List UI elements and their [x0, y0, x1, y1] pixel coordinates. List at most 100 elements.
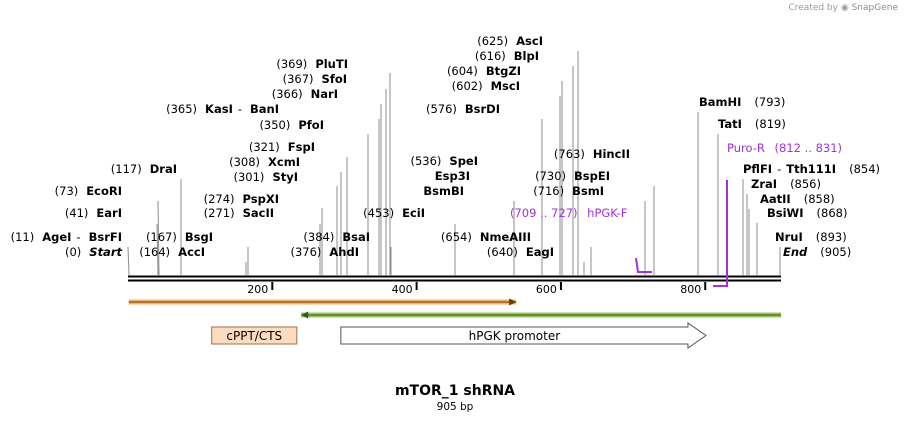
site-pos: (616): [475, 49, 506, 63]
site-nm: SacII: [243, 206, 274, 220]
credit-brand: SnapGene: [851, 3, 898, 13]
site-label: (654)NmeAIII: [441, 230, 531, 244]
site-label: NruI (893): [775, 230, 847, 244]
site-nm: SpeI: [449, 154, 478, 168]
site-label: End(905): [783, 245, 851, 259]
site-label: (640)EagI: [487, 245, 554, 259]
site-label: (321)FspI: [249, 140, 315, 154]
site-label: (164) AccI: [139, 245, 205, 259]
site-pos: (366): [272, 87, 303, 101]
site-nm: NruI: [775, 230, 803, 244]
site-pos: (308): [229, 155, 260, 169]
site-label: ZraI(856): [751, 177, 821, 191]
site-nm: BsmBI: [423, 184, 464, 198]
site-pos: (854): [849, 162, 880, 176]
site-label: BsiWI (868): [767, 206, 847, 220]
feature-label: cPPT/CTS: [226, 329, 282, 343]
site-label: (367)SfoI: [283, 72, 347, 86]
site-nm: AccI: [178, 245, 205, 259]
primer-hpgk-f-label: (709 .. 727) hPGK-F: [510, 206, 627, 220]
snapgene-credit: Created by ◉ SnapGene: [788, 3, 898, 13]
site-nm: ZraI: [751, 177, 777, 191]
site-nm: PluTI: [315, 57, 348, 71]
site-label: PflFI-Tth111I (854): [743, 162, 880, 176]
site-pos: (716): [533, 184, 564, 198]
credit-text: Created by: [788, 3, 838, 13]
site-label: (384)BsaI: [303, 230, 370, 244]
site-label: (301)StyI: [234, 170, 299, 184]
site-labels: (0)Start(11)AgeI-BsrFI(41)EarI(73)EcoRI(…: [11, 34, 880, 259]
site-sep: -: [238, 102, 242, 116]
site-leader-line: [157, 200, 160, 276]
site-label: (536)SpeI: [410, 154, 478, 168]
site-pos: (763): [554, 147, 585, 161]
site-pos: (604): [447, 64, 478, 78]
site-label: (41) EarI: [65, 206, 122, 220]
site-pos: (730): [535, 169, 566, 183]
site-label: (350) PfoI: [259, 118, 324, 132]
site-pos: (858): [804, 192, 835, 206]
site-nm: DraI: [150, 162, 177, 176]
site-label: (117)DraI: [111, 162, 177, 176]
site-pos: (41): [65, 206, 89, 220]
site-pos: (167): [146, 230, 177, 244]
site-nm: HincII: [593, 147, 630, 161]
track-arrowhead-icon: [509, 298, 517, 306]
site-nm: BlpI: [514, 49, 539, 63]
site-pos: (819): [755, 117, 786, 131]
sequence-backbone: [128, 275, 781, 282]
primer-hpgk-f-name: hPGK-F: [587, 206, 627, 220]
primer-puro-r-label: Puro-R (812 .. 831): [727, 141, 842, 155]
site-nm: BsiWI: [767, 206, 804, 220]
site-pos: (625): [477, 34, 508, 48]
site-nm: XcmI: [268, 155, 300, 169]
ruler-tick-label: 600: [536, 283, 557, 296]
site-pos: (369): [276, 57, 307, 71]
site-leader-line: [127, 246, 130, 276]
site-pos: (164): [139, 245, 170, 259]
site-nm: PflFI: [743, 162, 772, 176]
site-nm: EarI: [96, 206, 122, 220]
site-nm: FspI: [288, 140, 315, 154]
site-nm: BsaI: [342, 230, 370, 244]
site-nm: MscI: [491, 79, 520, 93]
site-label: (366) NarI: [272, 87, 338, 101]
site-pos: (365): [166, 102, 197, 116]
site-nm: PfoI: [298, 118, 324, 132]
site-leader-lines: [127, 51, 781, 276]
site-label: Esp3I: [435, 169, 470, 183]
site-sep: -: [777, 162, 781, 176]
site-label: (576)BsrDI: [426, 102, 500, 116]
feature-tracks: [128, 298, 781, 319]
site-pos: (301): [234, 170, 265, 184]
track-arrowhead-icon: [301, 311, 309, 319]
feature-label: hPGK promoter: [469, 329, 561, 343]
site-pos: (893): [816, 230, 847, 244]
site-nm: BsrFI: [89, 230, 122, 244]
site-pos: (868): [817, 206, 848, 220]
site-pos: (271): [204, 206, 235, 220]
site-pos: (640): [487, 245, 518, 259]
site-nm: BsrDI: [465, 102, 500, 116]
site-nm: BamHI: [699, 95, 741, 109]
ruler-tick-label: 400: [392, 283, 413, 296]
site-nm: Tth111I: [786, 162, 836, 176]
site-nm: NarI: [311, 87, 338, 101]
site-label: (11)AgeI-BsrFI: [11, 230, 122, 244]
primer-puro-r-mark: [713, 180, 728, 287]
site-label: (271) SacII: [204, 206, 274, 220]
site-label: (625)AscI: [477, 34, 543, 48]
feature-cppt-cts: [211, 326, 298, 345]
primer-hpgk-f-range: (709 .. 727): [510, 206, 578, 220]
site-label: (453)EciI: [363, 206, 425, 220]
site-nm: BsgI: [185, 230, 213, 244]
site-label: BsmBI: [423, 184, 464, 198]
site-leader-line: [156, 223, 159, 276]
features: cPPT/CTS hPGK promoter: [211, 322, 707, 349]
site-pos: (793): [754, 95, 785, 109]
feature-hpgk-promoter: [340, 322, 707, 349]
site-pos: (350): [259, 118, 290, 132]
site-label: TatI(819): [718, 117, 786, 131]
site-nm: AatII: [760, 192, 791, 206]
site-pos: (602): [452, 79, 483, 93]
